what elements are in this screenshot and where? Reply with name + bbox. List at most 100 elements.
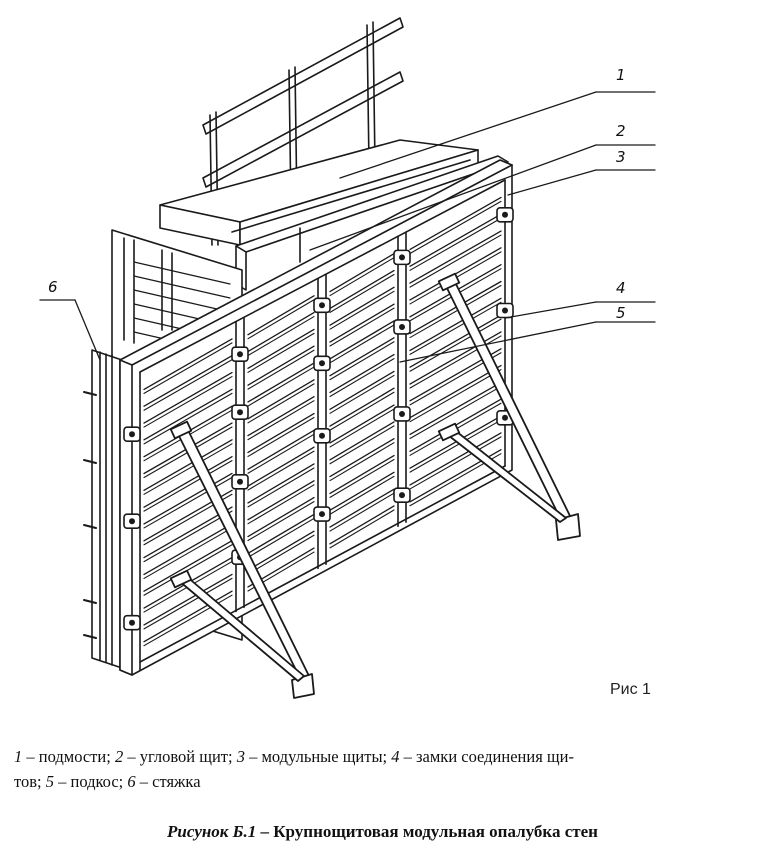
panel-rib [143, 476, 233, 529]
panel-rib [247, 400, 315, 441]
panel-rib [247, 450, 315, 491]
corner-rib [133, 275, 231, 299]
panel-rib [143, 375, 233, 428]
panel-rib [409, 314, 502, 368]
panel-rib [247, 311, 315, 353]
panel-rib [247, 366, 315, 407]
lock-bolt [319, 360, 325, 367]
panel-rib [143, 506, 233, 559]
callout-4: 4 [616, 279, 626, 297]
legend-num: 5 [45, 772, 54, 791]
lock-bolt [237, 351, 243, 358]
panel-rib [143, 577, 233, 630]
panel-rib [247, 446, 315, 487]
panel-rib [143, 355, 233, 407]
legend-num: 3 [236, 747, 245, 766]
panel-rib [329, 341, 395, 381]
panel-rib [247, 295, 315, 336]
panel-rib [329, 421, 395, 461]
legend-text: – модульные щиты; [244, 747, 392, 766]
tie-bolt [83, 459, 97, 464]
panel-rib [247, 534, 315, 575]
legend-text: – угловой щит; [123, 747, 237, 766]
panel-rib [247, 316, 315, 357]
callout-6: 6 [48, 278, 58, 296]
panel-rib [247, 332, 315, 373]
panel-rib [409, 217, 502, 271]
panel-rib [247, 513, 315, 555]
caption-separator: – [256, 822, 274, 841]
figure-legend: 1 – подмости; 2 – угловой щит; 3 – модул… [14, 744, 754, 794]
braces [169, 272, 581, 699]
legend-text: – замки соединения щи- [399, 747, 574, 766]
panel-rib [409, 284, 502, 339]
panel-rib [329, 475, 395, 515]
panel-rib [247, 349, 315, 390]
panel-rib [409, 200, 502, 255]
panel-rib [247, 412, 315, 454]
panel-rib [329, 509, 395, 549]
caption-title: Крупнощитовая модульная опалубка стен [273, 822, 598, 841]
panel-rib [329, 324, 395, 364]
legend-text: – подкос; [54, 772, 128, 791]
panel-rib [247, 484, 315, 525]
panel-rib [409, 280, 502, 335]
panel-rib [329, 273, 395, 313]
legend-num: 6 [127, 772, 136, 791]
callout-leaders [39, 91, 656, 363]
panel-rib [329, 337, 395, 377]
panel-rib [329, 387, 395, 427]
panel-rib [409, 331, 502, 385]
panel-rib [247, 379, 315, 420]
panel-rib [143, 439, 233, 491]
panel-rib [329, 488, 395, 528]
panel-rib [329, 492, 395, 532]
tie-bolt [83, 391, 97, 396]
panel-rib [409, 318, 502, 372]
panel-rib [143, 590, 233, 643]
panel-rib [329, 408, 395, 448]
formwork-drawing: 1 2 3 4 5 6 Рис 1 [39, 17, 656, 699]
panel-rib [247, 530, 315, 571]
panel-rib [143, 371, 233, 424]
panel-rib [247, 463, 315, 504]
lock-bolt [502, 211, 508, 218]
panel-rib [143, 523, 233, 576]
panel-rib [143, 527, 233, 579]
panel-rib [247, 517, 315, 558]
legend-text: – подмости; [22, 747, 115, 766]
panel-rib [329, 391, 395, 431]
corner-rib [133, 289, 231, 313]
panel-rib [329, 404, 395, 444]
panel-rib [247, 396, 315, 437]
panel-rib [143, 544, 233, 596]
tie-bolt [83, 524, 97, 529]
panel-rib [247, 480, 315, 521]
lock-bolt [319, 511, 325, 518]
panel-rib [247, 501, 315, 542]
panel-rib [409, 234, 502, 288]
panel-rib [247, 299, 315, 340]
panel-rib [143, 573, 233, 626]
panel-rib [329, 257, 395, 297]
panel-rib [143, 443, 233, 495]
legend-text: – стяжка [135, 772, 201, 791]
lock-bolt [237, 478, 243, 485]
lock-bolt [319, 302, 325, 309]
panel-rib [329, 307, 395, 347]
panel-rib [329, 370, 395, 410]
panel-rib [329, 425, 395, 465]
panel-rib [329, 269, 395, 310]
caption-label: Рисунок Б.1 [167, 822, 257, 841]
legend-num: 4 [391, 747, 400, 766]
panel-rib [329, 442, 395, 482]
panel-rib [247, 496, 315, 538]
lock-bolt [129, 619, 135, 626]
panel-rib [143, 338, 233, 391]
panel-rib [329, 320, 395, 360]
panel-rib [329, 286, 395, 326]
panel-rib [409, 297, 502, 352]
panel-rib [143, 388, 233, 441]
callout-2: 2 [616, 122, 626, 140]
panel-rib [143, 455, 233, 508]
